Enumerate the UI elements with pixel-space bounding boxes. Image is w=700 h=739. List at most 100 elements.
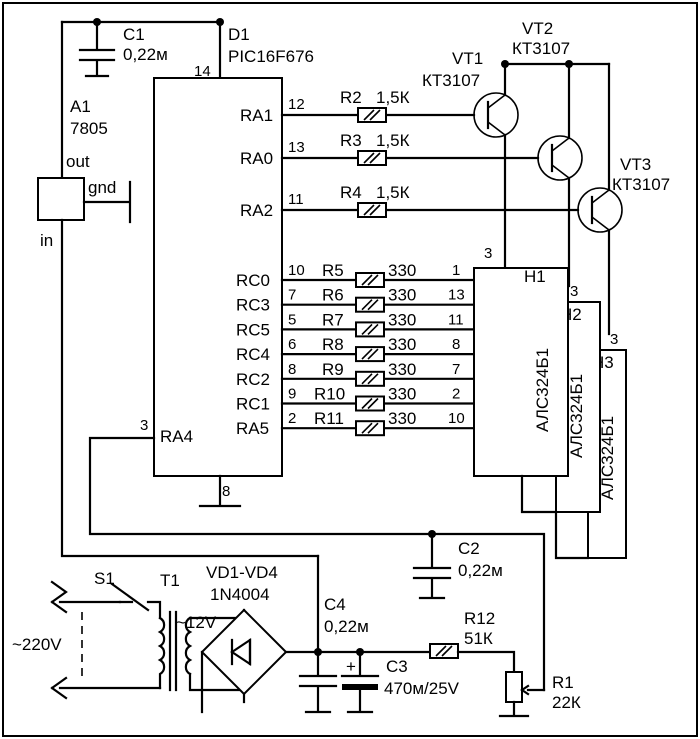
- base-row-ra1: RA1 12 R2 1,5К: [240, 88, 476, 125]
- r1-ref: R1: [552, 673, 574, 692]
- resistor-value: 330: [388, 310, 416, 329]
- port-label: RC3: [236, 296, 270, 315]
- resistor-r6: [355, 296, 385, 313]
- a1-gnd-label: gnd: [88, 178, 116, 197]
- a1-part: 7805: [70, 119, 108, 138]
- resistor-r3: [357, 150, 387, 166]
- potentiometer-r1: R1 22К: [498, 671, 581, 718]
- resistor-ref: R7: [322, 310, 344, 329]
- emitter-rail: [501, 60, 611, 68]
- vt3-ref: VT3: [620, 155, 651, 174]
- transistor-vt2: VT2 КТ3107: [512, 19, 583, 288]
- resistor-r7: [355, 321, 385, 338]
- resistor-r4: [357, 202, 387, 218]
- resistor-value: 1,5К: [376, 131, 410, 150]
- capacitor-c2: C2 0,22м: [412, 532, 503, 600]
- mains-input: ~220V: [12, 580, 162, 700]
- transistor-vt3: VT3 КТ3107: [577, 62, 670, 336]
- vt1-ref: VT1: [452, 49, 483, 68]
- resistor-ref: R6: [322, 286, 344, 305]
- pin-number: 6: [288, 336, 296, 353]
- c2-ref: C2: [458, 539, 480, 558]
- c1-value: 0,22м: [123, 45, 168, 64]
- resistor-ref: R9: [322, 360, 344, 379]
- display-pin: 1: [452, 262, 460, 279]
- port-label: RA1: [240, 106, 273, 125]
- segment-row-d: RC46R83308D: [236, 335, 492, 364]
- resistor-r5: [355, 272, 385, 288]
- pin-number: 8: [288, 361, 296, 378]
- pin-number: 13: [288, 139, 305, 156]
- d1-ref: D1: [228, 25, 250, 44]
- resistor-r12: R12 51К: [429, 609, 516, 674]
- resistor-ref: R8: [322, 335, 344, 354]
- pin-number: 12: [288, 96, 305, 113]
- mains-label: ~220V: [12, 635, 62, 654]
- resistor-value: 1,5К: [376, 183, 410, 202]
- segment-row-c: RC55R733011C: [236, 310, 492, 339]
- regulator-a1: A1 7805 out gnd in: [37, 97, 320, 558]
- display-pin: 8: [452, 336, 460, 353]
- display-pin: 2: [452, 386, 460, 403]
- pin-number: 7: [288, 287, 296, 304]
- a1-ref: A1: [70, 97, 91, 116]
- port-label: RA0: [240, 149, 273, 168]
- c4-ref: C4: [324, 595, 346, 614]
- display-pin: 11: [448, 311, 464, 328]
- h2-pin: 3: [570, 283, 578, 300]
- c2-value: 0,22м: [458, 561, 503, 580]
- port-label: RC0: [236, 271, 270, 290]
- resistor-value: 330: [388, 261, 416, 280]
- r1-value: 22К: [552, 693, 581, 712]
- supply-rail: [60, 18, 224, 180]
- h3-part: АЛС324Б1: [598, 416, 617, 500]
- c3-value: 470м/25V: [384, 679, 460, 698]
- resistor-value: 330: [388, 385, 416, 404]
- c3-ref: C3: [386, 657, 408, 676]
- resistor-ref: R11: [314, 409, 344, 428]
- ra4-net: 3 RA4: [88, 417, 546, 692]
- ra4-label: RA4: [160, 427, 193, 446]
- vt3-part: КТ3107: [612, 175, 670, 194]
- mcu-d1: D1 PIC16F676 14 8: [153, 25, 314, 508]
- display-h1: H1 АЛС324Б1: [473, 267, 590, 560]
- t1-secondary: ~12V: [176, 613, 217, 632]
- resistor-value: 1,5К: [376, 88, 410, 107]
- resistor-r11: [355, 420, 385, 437]
- segment-resistor-rows: RC010R53301ARC37R633013BRC55R733011CRC46…: [236, 261, 493, 438]
- switch-s1: S1: [94, 569, 162, 620]
- t1-ref: T1: [160, 571, 180, 590]
- display-pin: 7: [452, 361, 460, 378]
- d1-vdd-pin: 14: [194, 63, 211, 80]
- bridge-vd1-vd4: VD1-VD4 1N4004: [200, 563, 322, 714]
- port-label: RC2: [236, 370, 270, 389]
- r12-ref: R12: [464, 609, 495, 628]
- capacitor-c1: C1 0,22м: [78, 20, 168, 78]
- vd-part: 1N4004: [210, 585, 270, 604]
- c4-value: 0,22м: [324, 617, 369, 636]
- capacitor-c4: C4 0,22м: [298, 554, 369, 714]
- vt1-part: КТ3107: [422, 71, 480, 90]
- pin-number: 5: [288, 311, 296, 328]
- port-label: RA2: [240, 201, 273, 220]
- pin-number: 11: [288, 191, 304, 208]
- r12-value: 51К: [464, 629, 493, 648]
- d1-part: PIC16F676: [228, 47, 314, 66]
- vt1-collector-pin: 3: [484, 245, 492, 262]
- resistor-value: 330: [388, 360, 416, 379]
- resistor-ref: R2: [340, 88, 362, 107]
- d1-gnd-pin: 8: [222, 483, 230, 500]
- base-row-ra2: RA2 11 R4 1,5К: [240, 183, 580, 220]
- vd-ref: VD1-VD4: [206, 563, 278, 582]
- pin-number: 10: [288, 262, 305, 279]
- resistor-value: 330: [388, 409, 416, 428]
- resistor-r2: [357, 107, 387, 123]
- transistor-vt1: VT1 КТ3107 3: [422, 49, 519, 270]
- h1-part: АЛС324Б1: [533, 348, 552, 432]
- resistor-r9: [355, 370, 385, 387]
- display-pin: 10: [448, 410, 465, 427]
- h3-pin: 3: [610, 331, 618, 348]
- resistor-ref: R4: [340, 183, 362, 202]
